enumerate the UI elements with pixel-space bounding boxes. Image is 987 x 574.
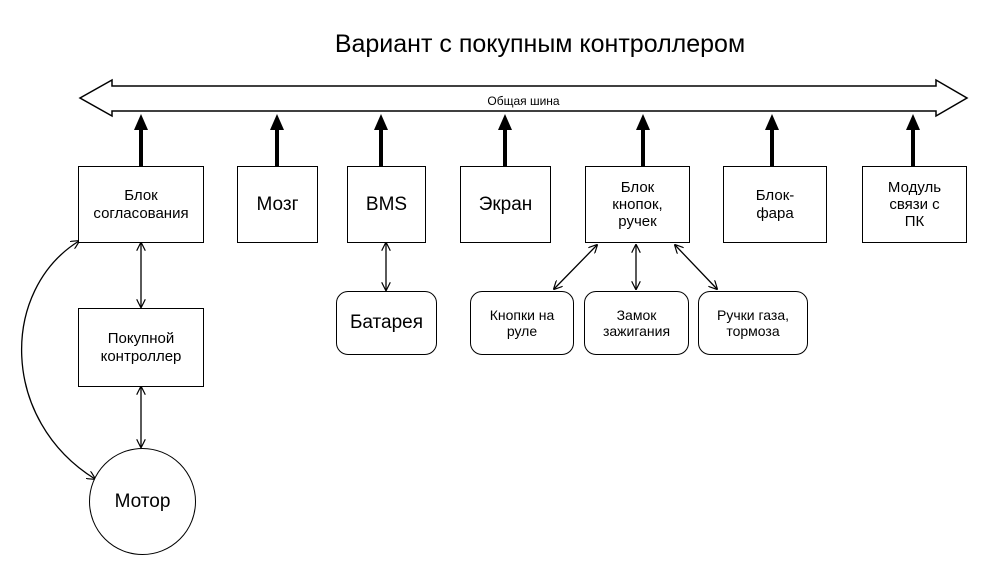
connector-pc-head xyxy=(906,114,920,130)
connector-screen-head xyxy=(498,114,512,130)
purchased-controller: Покупной контроллер xyxy=(78,308,204,387)
input-throttle-brake-handles: Ручки газа, тормоза xyxy=(698,291,808,355)
connector-brain-head xyxy=(270,114,284,130)
bus-label: Общая шина xyxy=(487,94,560,108)
input-ignition-lock: Замок зажигания xyxy=(584,291,689,355)
motor: Мотор xyxy=(89,448,196,555)
link-sync-motor xyxy=(20,241,95,479)
links xyxy=(20,241,717,479)
connector-buttons-head xyxy=(636,114,650,130)
link-buttons-wheel xyxy=(554,245,597,289)
module-sync-block: Блок согласования xyxy=(78,166,204,243)
module-brain: Мозг xyxy=(237,166,318,243)
module-screen: Экран xyxy=(460,166,551,243)
link-buttons-handles xyxy=(675,245,717,289)
connector-bms-head xyxy=(374,114,388,130)
input-wheel-buttons: Кнопки на руле xyxy=(470,291,574,355)
bus-connectors xyxy=(134,114,920,167)
connector-sync-head xyxy=(134,114,148,130)
module-pc-link: Модуль связи с ПК xyxy=(862,166,967,243)
module-buttons-block: Блок кнопок, ручек xyxy=(585,166,690,243)
battery: Батарея xyxy=(336,291,437,355)
bus-arrow xyxy=(78,78,969,118)
connector-headlight-head xyxy=(765,114,779,130)
module-bms: BMS xyxy=(347,166,426,243)
module-headlight: Блок- фара xyxy=(723,166,827,243)
diagram-title: Вариант с покупным контроллером xyxy=(334,30,746,58)
